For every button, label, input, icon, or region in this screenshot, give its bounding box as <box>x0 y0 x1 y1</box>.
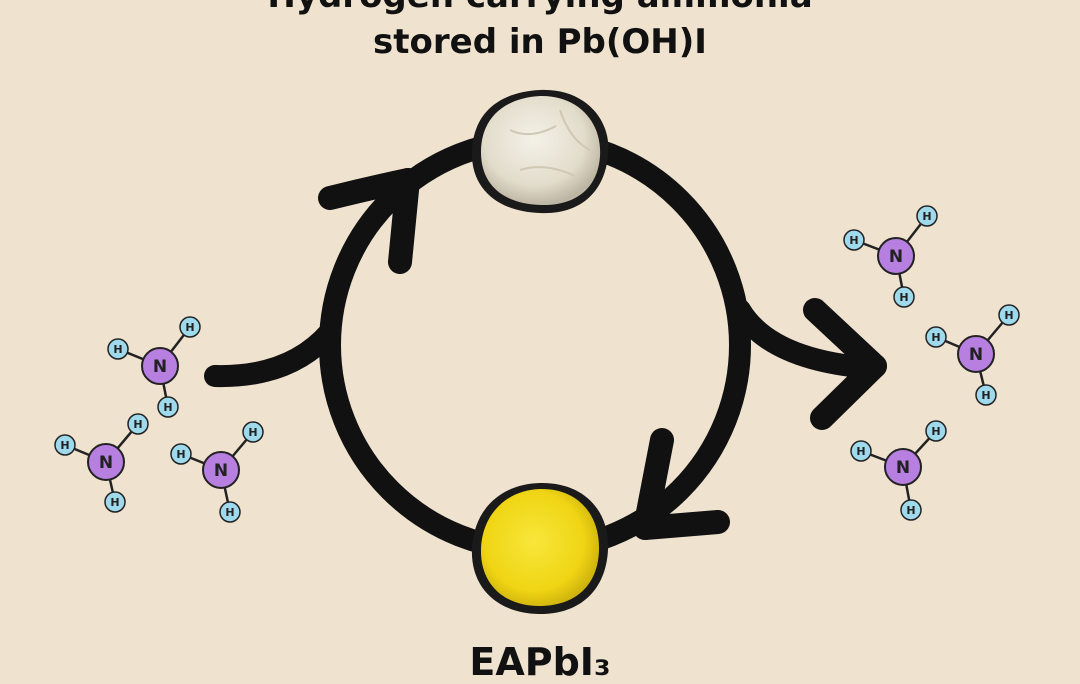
hydrogen-atom: H <box>104 491 126 513</box>
hydrogen-atom: H <box>916 205 938 227</box>
ammonia-molecule-left: H H H N <box>54 413 149 513</box>
hydrogen-atom: H <box>850 440 872 462</box>
ammonia-molecule-right: H H H N <box>925 304 1020 406</box>
nitrogen-label: N <box>153 357 167 377</box>
hydrogen-atom: H <box>219 501 241 523</box>
hydrogen-atom: H <box>107 338 129 360</box>
hydrogen-atom: H <box>893 286 915 308</box>
nitrogen-label: N <box>889 247 903 267</box>
hydrogen-label: H <box>899 291 908 304</box>
hydrogen-atom: H <box>242 421 264 443</box>
yellow-powder-sample <box>471 482 609 615</box>
hydrogen-atom: H <box>170 443 192 465</box>
white-powder-sample <box>471 89 609 214</box>
nitrogen-label: N <box>969 345 983 365</box>
hydrogen-label: H <box>113 343 122 356</box>
ammonia-molecule-left: H H H N <box>170 421 264 523</box>
hydrogen-label: H <box>133 418 142 431</box>
hydrogen-label: H <box>1004 309 1013 322</box>
hydrogen-atom: H <box>54 434 76 456</box>
nitrogen-label: N <box>214 461 228 481</box>
ammonia-molecule-right: H H H N <box>843 205 938 308</box>
hydrogen-label: H <box>906 504 915 517</box>
hydrogen-label: H <box>248 426 257 439</box>
hydrogen-label: H <box>60 439 69 452</box>
nitrogen-atom: N <box>877 237 915 275</box>
hydrogen-label: H <box>849 234 858 247</box>
title-line-1: Hydrogen carrying ammonia <box>0 0 1080 16</box>
hydrogen-label: H <box>176 448 185 461</box>
hydrogen-atom: H <box>127 413 149 435</box>
nitrogen-label: N <box>896 458 910 478</box>
ammonia-molecule-right: H H H N <box>850 420 947 521</box>
hydrogen-atom: H <box>179 316 201 338</box>
hydrogen-label: H <box>110 496 119 509</box>
hydrogen-label: H <box>931 331 940 344</box>
ammonia-molecules: H H H N H H H N H H H N H H H N H H H N H H H N <box>54 205 1020 523</box>
nitrogen-atom: N <box>884 448 922 486</box>
hydrogen-label: H <box>185 321 194 334</box>
hydrogen-label: H <box>981 389 990 402</box>
hydrogen-label: H <box>931 425 940 438</box>
hydrogen-atom: H <box>925 326 947 348</box>
incoming-arrow <box>204 321 341 388</box>
hydrogen-label: H <box>922 210 931 223</box>
nitrogen-atom: N <box>141 347 179 385</box>
nitrogen-label: N <box>99 453 113 473</box>
arrow-head-top-left <box>318 168 420 274</box>
hydrogen-atom: H <box>925 420 947 442</box>
ammonia-molecule-left: H H H N <box>107 316 201 418</box>
outgoing-arrow <box>729 298 887 430</box>
nitrogen-atom: N <box>87 443 125 481</box>
nitrogen-atom: N <box>202 451 240 489</box>
arrow-head-bottom-right <box>633 428 730 540</box>
hydrogen-label: H <box>163 401 172 414</box>
hydrogen-atom: H <box>998 304 1020 326</box>
hydrogen-label: H <box>225 506 234 519</box>
hydrogen-atom: H <box>843 229 865 251</box>
hydrogen-label: H <box>856 445 865 458</box>
title-line-2: stored in Pb(OH)I <box>373 22 707 62</box>
nitrogen-atom: N <box>957 335 995 373</box>
hydrogen-atom: H <box>900 499 922 521</box>
bottom-label: EAPbI₃ <box>469 640 611 684</box>
hydrogen-atom: H <box>157 396 179 418</box>
hydrogen-atom: H <box>975 384 997 406</box>
